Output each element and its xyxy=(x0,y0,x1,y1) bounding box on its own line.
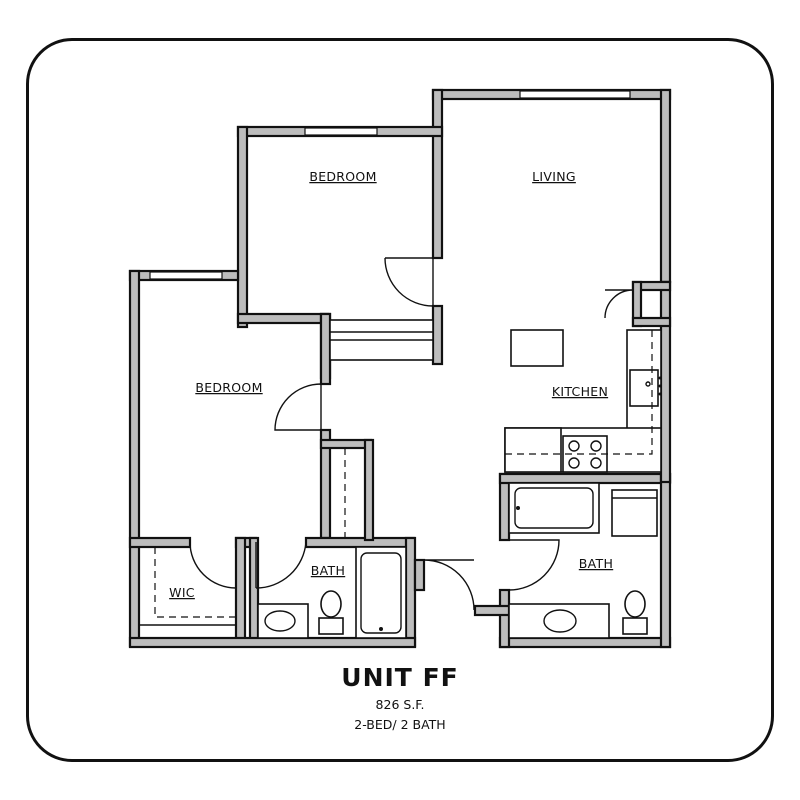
unit-square-feet: 826 S.F. xyxy=(375,697,425,712)
label-bedroom-1: BEDROOM xyxy=(309,169,376,184)
doors xyxy=(189,257,634,611)
label-bath-1: BATH xyxy=(311,563,345,578)
bathtub-2 xyxy=(508,482,600,534)
label-bath-2: BATH xyxy=(579,556,613,571)
room-labels: BEDROOM LIVING BEDROOM KITCHEN BATH BATH… xyxy=(169,169,613,600)
kitchen-island xyxy=(510,329,564,367)
windows xyxy=(149,90,631,280)
label-bedroom-2: BEDROOM xyxy=(195,380,262,395)
toilet-2 xyxy=(624,590,646,618)
unit-title: UNIT FF xyxy=(341,663,459,692)
bath-1-fixtures xyxy=(257,546,407,639)
vanity-1 xyxy=(257,603,309,639)
washer-dryer xyxy=(611,489,658,537)
bedroom-closet xyxy=(329,319,434,361)
label-wic: WIC xyxy=(169,585,195,600)
refrigerator xyxy=(504,427,562,473)
label-living: LIVING xyxy=(532,169,576,184)
toilet-1 xyxy=(320,590,342,618)
bathtub-1 xyxy=(355,546,407,639)
unit-bed-bath: 2-BED/ 2 BATH xyxy=(354,717,446,732)
label-kitchen: KITCHEN xyxy=(552,384,608,399)
closets xyxy=(139,448,346,626)
kitchen-fixtures xyxy=(504,329,662,473)
page-frame xyxy=(26,38,774,762)
vanity-2 xyxy=(508,603,610,639)
walls xyxy=(128,88,672,649)
bath-2-fixtures xyxy=(508,482,658,639)
kitchen-sink xyxy=(629,369,659,407)
